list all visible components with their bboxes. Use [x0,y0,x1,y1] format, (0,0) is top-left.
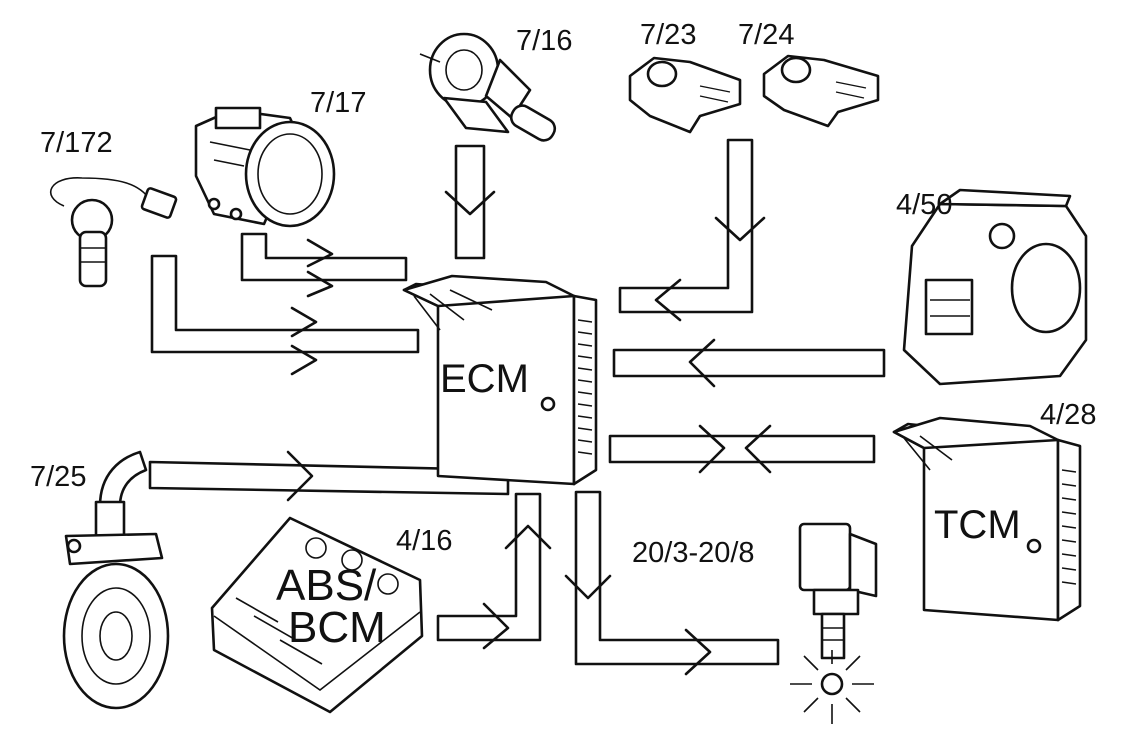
ecm-module: ECM [402,274,598,486]
label-7-17: 7/17 [310,87,366,119]
arrow-abs-ecm [436,492,552,650]
label-7-25: 7/25 [30,461,86,493]
throttle-body-icon [902,188,1088,386]
arrow-ecm-to-coils [564,490,780,676]
label-7-172: 7/172 [40,127,113,159]
knock-sensor-2-icon [762,54,880,128]
abs-bcm-module: ABS/ BCM [210,516,424,714]
abs-label: ABS/ [276,561,377,610]
tcm-module: TCM [892,416,1082,622]
knock-sensor-1-icon [628,56,742,134]
arrow-crank-to-ecm [150,254,420,376]
cam-sensor-icon [62,450,170,710]
arrow-knock-to-ecm [618,138,766,322]
label-4-28: 4/28 [1040,399,1096,431]
temperature-sensor-icon [419,32,557,142]
label-20-3-20-8: 20/3-20/8 [632,537,755,569]
label-7-23: 7/23 [640,19,696,51]
maf-sensor-icon [194,106,336,228]
label-7-24: 7/24 [738,19,794,51]
crank-sensor-icon [50,177,178,288]
ignition-coil-icon [790,522,878,724]
arrow-tcm-ecm [608,424,876,474]
tcm-label: TCM [934,503,1021,547]
label-4-16: 4/16 [396,525,452,557]
label-4-50: 4/50 [896,189,952,221]
label-7-16: 7/16 [516,25,572,57]
arrow-maf-to-ecm [240,232,408,298]
arrow-cam-to-ecm [148,450,510,502]
ecm-label: ECM [440,357,529,401]
arrow-throttle-to-ecm [612,338,886,388]
arrow-temp-to-ecm [444,144,496,260]
bcm-label: BCM [288,603,386,652]
